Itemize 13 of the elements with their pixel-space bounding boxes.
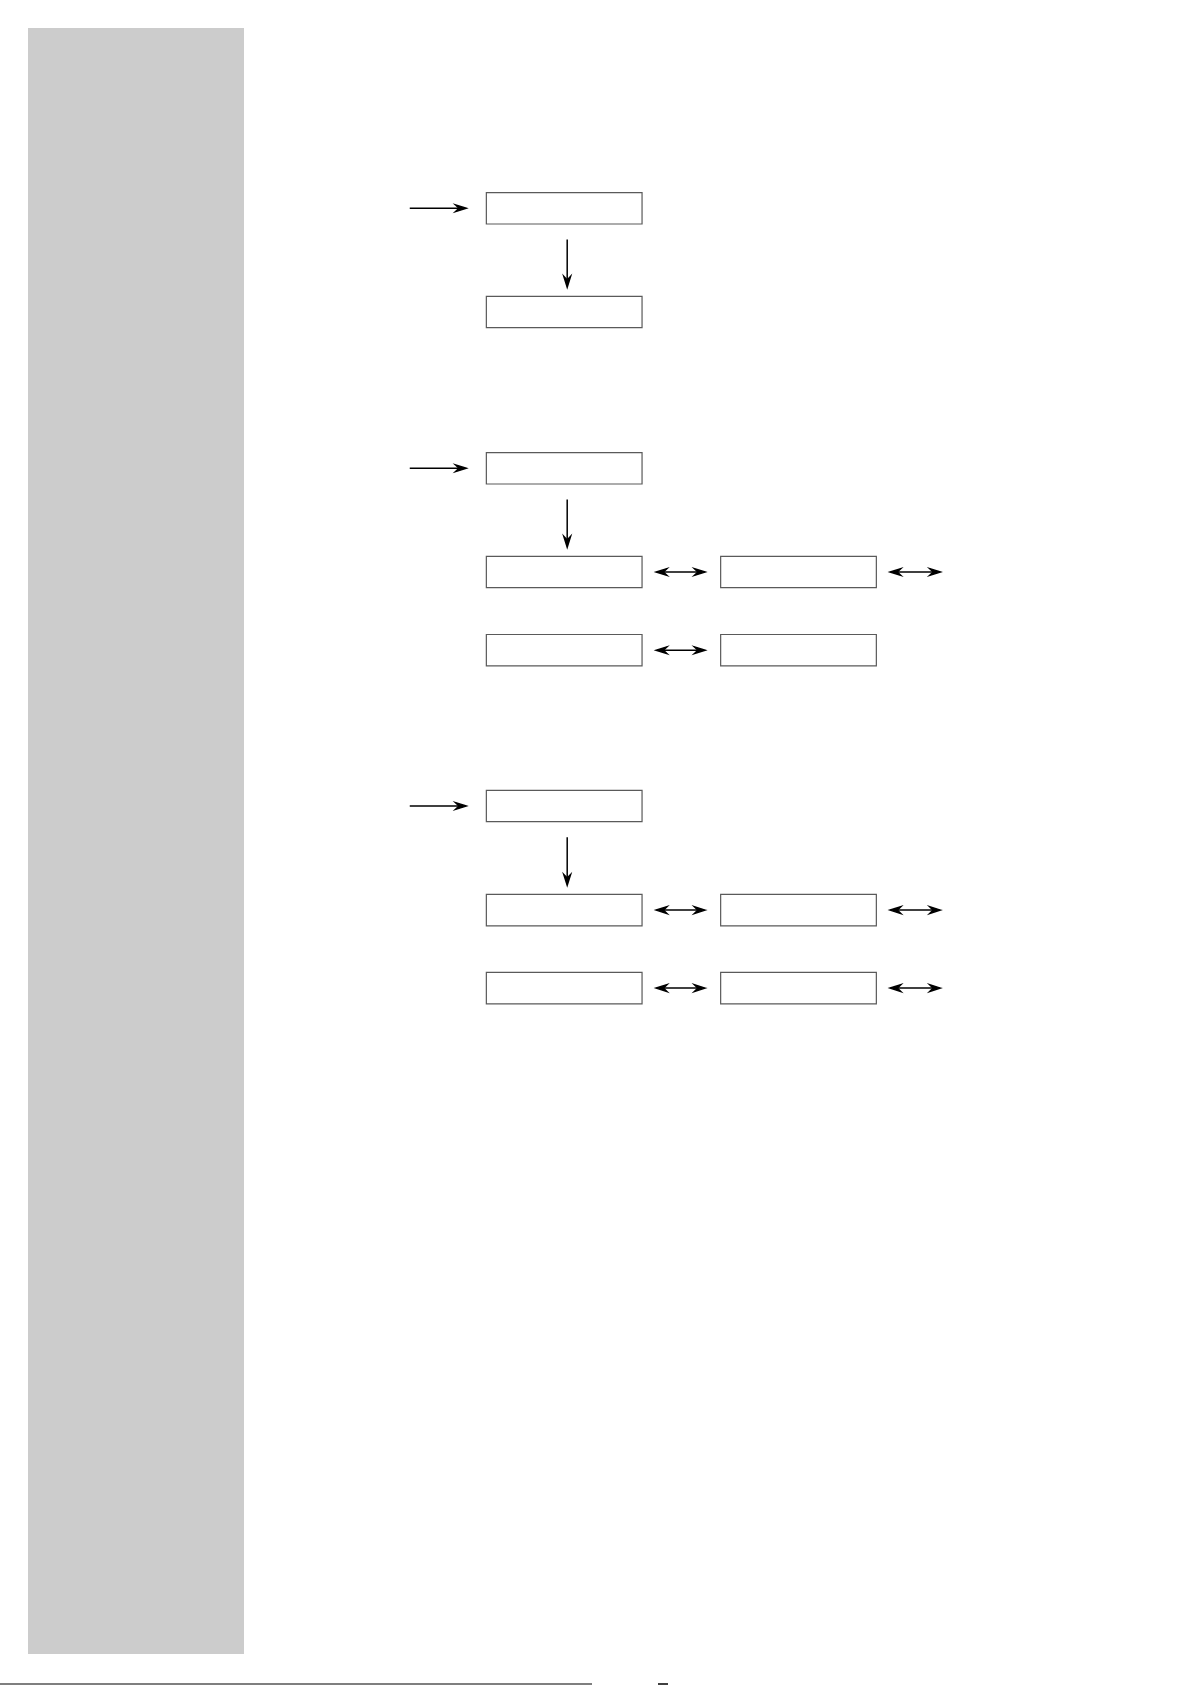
empty-box [720,555,877,589]
empty-box [485,893,643,927]
empty-box [485,789,643,823]
empty-box [720,971,877,1005]
empty-box [720,893,877,927]
empty-box [485,192,643,225]
empty-box [485,452,643,485]
empty-box [485,971,643,1005]
empty-box [485,295,643,329]
side-band [28,28,244,1654]
empty-box [720,633,877,667]
empty-box [485,555,643,589]
empty-box [485,633,643,667]
